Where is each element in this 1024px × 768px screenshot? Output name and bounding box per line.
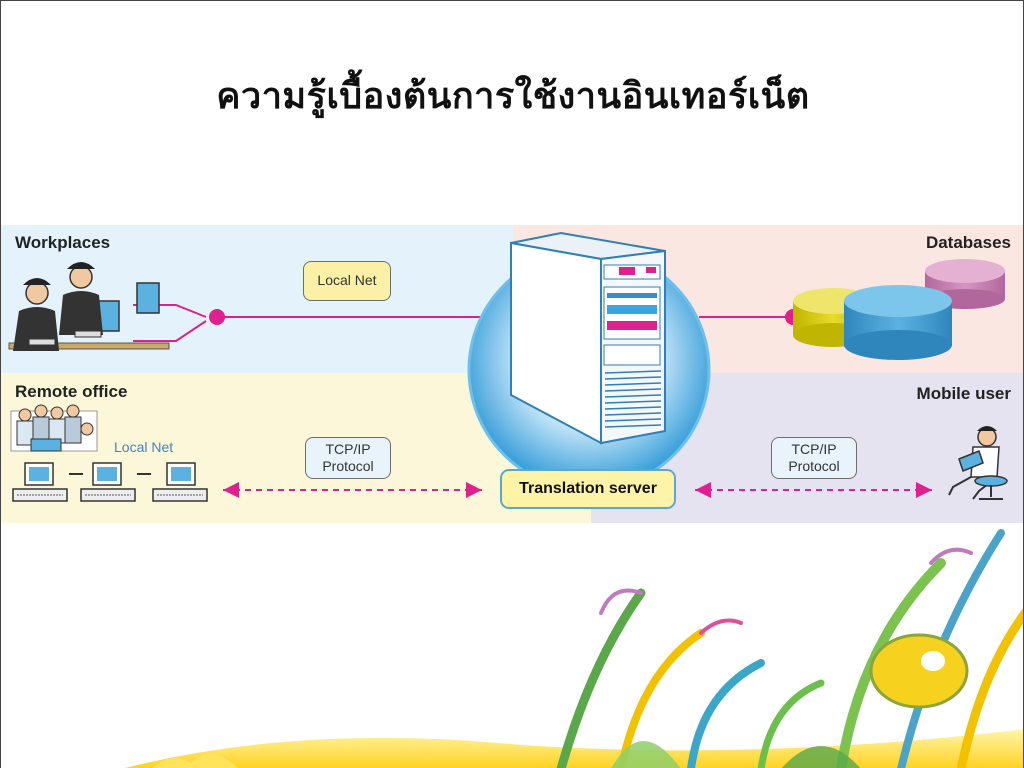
network-diagram: Workplaces Databases Remote office Mobil… [1,225,1023,523]
database-icon [793,259,1005,360]
translation-server-label: Translation server [500,469,676,509]
tcp-ip-left-line1: TCP/IP [325,441,371,457]
remote-office-people-icon [10,404,98,452]
tcp-ip-left-line2: Protocol [322,458,374,474]
computer-icon [12,462,68,502]
zone-label-databases: Databases [925,233,1011,252]
tcp-ip-label-left: TCP/IP Protocol [305,437,391,479]
slide-title: ความรู้เบื้องต้นการใช้งานอินเทอร์เน็ต [216,75,810,117]
remote-local-net-label: Local Net [114,439,174,455]
computer-icon [80,462,136,502]
remote-computers-icon [12,462,208,502]
server-icon [510,231,666,445]
databases-connector [699,309,801,325]
tcp-ip-right-line1: TCP/IP [791,441,837,457]
zone-label-workplaces: Workplaces [15,233,111,252]
computer-icon [152,462,208,502]
local-net-label: Local Net [303,261,391,301]
tcp-ip-label-right: TCP/IP Protocol [771,437,857,479]
diagram-graphics [8,231,1008,502]
tcp-ip-right-line2: Protocol [788,458,840,474]
zone-label-mobile-user: Mobile user [916,384,1011,403]
decorative-leaves-illustration [125,529,1023,768]
workplaces-people-icon [8,262,170,351]
workplaces-connector [133,304,483,342]
mobile-user-icon [948,426,1008,500]
zone-label-remote-office: Remote office [15,382,128,401]
